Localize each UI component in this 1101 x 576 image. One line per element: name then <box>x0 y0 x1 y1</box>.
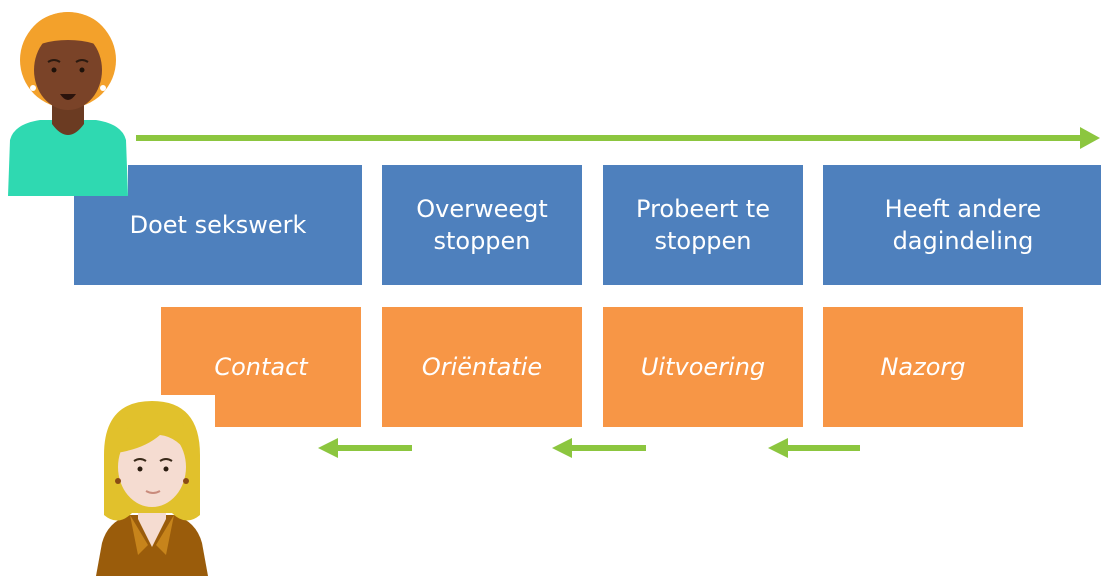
return-arrow-1 <box>318 438 412 458</box>
sex-worker-avatar-icon <box>0 0 128 196</box>
stage-label: Heeft andere dagindeling <box>884 195 1042 255</box>
phase-box-uitvoering: Uitvoering <box>603 307 803 427</box>
phase-box-nazorg: Nazorg <box>823 307 1023 427</box>
top-arrow <box>136 127 1100 149</box>
return-arrow-2 <box>552 438 646 458</box>
stage-label: Overweegt stoppen <box>416 195 548 255</box>
phase-box-orientatie: Oriëntatie <box>382 307 582 427</box>
stage-box-andere-dagindeling: Heeft andere dagindeling <box>823 165 1101 285</box>
phase-label: Uitvoering <box>640 353 766 381</box>
stage-box-doet-sekswerk: Doet sekswerk <box>74 165 362 285</box>
phase-label: Nazorg <box>880 353 966 381</box>
stage-box-overweegt-stoppen: Overweegt stoppen <box>382 165 582 285</box>
stage-label: Doet sekswerk <box>129 211 307 239</box>
stage-label: Probeert te stoppen <box>636 195 770 255</box>
phase-label: Oriëntatie <box>421 353 543 381</box>
stage-box-probeert-te-stoppen: Probeert te stoppen <box>603 165 803 285</box>
counselor-avatar-icon <box>96 395 215 576</box>
return-arrow-3 <box>768 438 860 458</box>
phase-label: Contact <box>214 353 308 381</box>
